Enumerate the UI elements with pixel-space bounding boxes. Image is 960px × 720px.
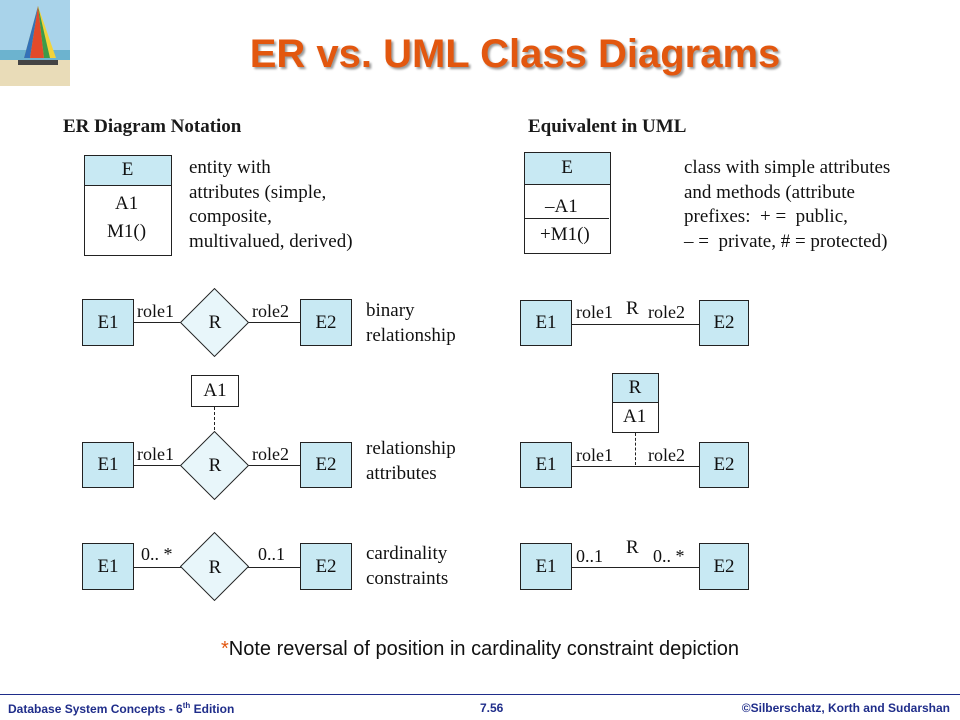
footnote-text: Note reversal of position in cardinality…	[228, 638, 740, 660]
er-heading: ER Diagram Notation	[63, 116, 242, 137]
er-relattr-r: R	[208, 455, 222, 476]
er-entity-method: M1()	[107, 221, 147, 242]
uml-binary-r: R	[626, 298, 639, 319]
uml-relattr-e2: E2	[699, 442, 749, 488]
uml-relattr-e1: E1	[520, 442, 572, 488]
er-card-e1: E1	[82, 543, 134, 590]
uml-class-box: E –A1 +M1()	[523, 151, 611, 254]
uml-heading: Equivalent in UML	[528, 116, 687, 137]
footer-book-title: Database System Concepts - 6th Edition	[8, 701, 235, 716]
uml-binary-role1: role1	[576, 302, 613, 322]
er-relattr-role2: role2	[252, 444, 289, 464]
uml-assoc-class-attr: A1	[623, 406, 647, 427]
er-entity-attr: A1	[115, 193, 139, 214]
er-attr-a1: A1	[191, 375, 239, 407]
footer-divider	[0, 694, 960, 695]
uml-card-right: 0.. *	[653, 546, 685, 566]
uml-binary-e1: E1	[520, 300, 572, 346]
uml-card-e1: E1	[520, 543, 572, 590]
footnote-asterisk: *	[220, 638, 229, 660]
er-card-right: 0..1	[258, 544, 285, 564]
uml-card-r: R	[626, 537, 639, 558]
er-entity-box: E A1 M1()	[83, 154, 172, 256]
footer-page-number: 7.56	[480, 701, 504, 715]
er-card-e2: E2	[300, 543, 352, 590]
uml-class-method: +M1()	[540, 224, 590, 245]
uml-card-e2: E2	[699, 543, 749, 590]
uml-binary-e2: E2	[699, 300, 749, 346]
er-relattr-role1: role1	[137, 444, 174, 464]
er-entity-description: entity with attributes (simple, composit…	[189, 157, 353, 252]
er-binary-role1: role1	[137, 301, 174, 321]
er-binary-role2: role2	[252, 301, 289, 321]
cardinality-description: cardinality constraints	[366, 543, 449, 589]
binary-description: binary relationship	[366, 300, 456, 346]
er-relattr-e2: E2	[300, 442, 352, 488]
er-entity-name: E	[83, 154, 172, 186]
uml-class-attr: –A1	[545, 196, 578, 217]
footer-copyright: ©Silberschatz, Korth and Sudarshan	[741, 701, 950, 715]
uml-binary-role2: role2	[648, 302, 685, 322]
er-binary-e2: E2	[300, 299, 352, 346]
uml-assoc-class: R A1	[611, 372, 659, 433]
er-binary-r: R	[208, 312, 222, 333]
relattr-description: relationship attributes	[366, 438, 456, 484]
footnote: *Note reversal of position in cardinalit…	[0, 638, 960, 661]
uml-class-description: class with simple attributes and methods…	[684, 157, 891, 252]
er-binary-e1: E1	[82, 299, 134, 346]
page-title: ER vs. UML Class Diagrams	[249, 32, 781, 76]
uml-relattr-role2: role2	[648, 445, 685, 465]
er-card-left: 0.. *	[141, 544, 173, 564]
er-card-r: R	[208, 557, 222, 578]
er-relattr-e1: E1	[82, 442, 134, 488]
uml-class-name: E	[523, 151, 611, 185]
uml-relattr-role1: role1	[576, 445, 613, 465]
uml-card-left: 0..1	[576, 546, 603, 566]
uml-assoc-class-name: R	[611, 372, 659, 403]
sailboat-logo	[0, 0, 70, 86]
